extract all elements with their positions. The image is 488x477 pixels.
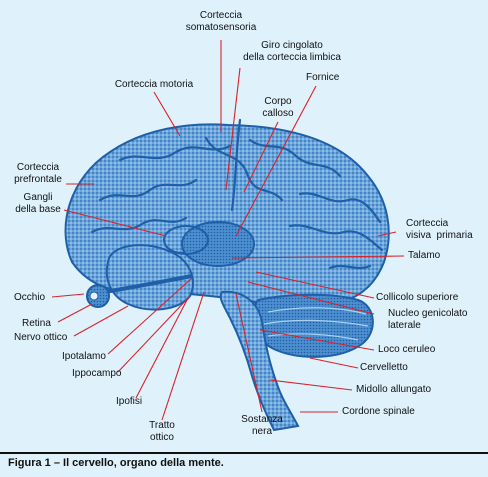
label-fornice: Fornice: [306, 72, 340, 83]
label-tratto-ottico: Tratto ottico: [149, 420, 175, 443]
leader-ipofisi: [135, 297, 189, 399]
label-sostanza-nera: Sostanza nera: [241, 414, 283, 437]
label-occhio: Occhio: [14, 292, 46, 303]
label-locus-ceruleo: Loco ceruleo: [378, 344, 436, 355]
leader-tratto-ottico: [161, 291, 205, 421]
basal-ganglia-shape: [163, 225, 209, 255]
figure-caption: Figura 1 – Il cervello, organo della men…: [8, 457, 224, 469]
label-collicolo: Collicolo superiore: [376, 292, 459, 303]
label-cervelletto: Cervelletto: [360, 362, 408, 373]
optic-nerve-shape: [103, 274, 193, 294]
label-corpo-calloso: Corpo calloso: [262, 96, 294, 119]
label-talamo: Talamo: [408, 250, 441, 261]
leader-ippocampo: [117, 295, 191, 373]
label-cordone-spinale: Cordone spinale: [342, 406, 415, 417]
leader-locus-ceruleo: [259, 329, 375, 351]
leader-retina: [57, 303, 93, 323]
leader-corteccia-visiva: [377, 231, 397, 237]
leader-occhio: [51, 293, 85, 298]
label-corteccia-motoria: Corteccia motoria: [114, 79, 194, 90]
thalamus-shape: [181, 221, 255, 267]
label-gangli-base: Gangli della base: [15, 192, 61, 215]
caption-divider: [0, 452, 488, 454]
leader-giro-cingolato: [225, 67, 241, 191]
label-corteccia-visiva: Corteccia visiva primaria: [406, 218, 473, 241]
label-ipofisi: Ipofisi: [116, 396, 143, 407]
leader-nucleo-genicolato: [247, 281, 375, 315]
leader-midollo: [269, 379, 353, 391]
label-corteccia-prefrontale: Corteccia prefrontale: [14, 162, 62, 185]
leader-ipotalamo: [107, 277, 193, 355]
leader-corteccia-motoria: [153, 91, 181, 137]
label-retina: Retina: [22, 318, 51, 329]
leader-gangli-base: [63, 209, 167, 237]
temporal-lobe: [105, 244, 194, 311]
leader-sostanza-nera: [235, 293, 263, 413]
label-corteccia-somatosensoria: Corteccia somatosensoria: [185, 10, 257, 33]
label-nucleo-genicolato: Nucleo genicolato laterale: [388, 308, 468, 331]
label-midollo: Midollo allungato: [356, 384, 432, 395]
leader-cervelletto: [309, 357, 359, 369]
leader-nervo-ottico: [73, 305, 129, 337]
label-giro-cingolato: Giro cingolato della corteccia limbica: [243, 40, 341, 63]
leader-fornice: [235, 85, 317, 237]
label-ippocampo: Ippocampo: [72, 368, 122, 379]
leader-corpo-calloso: [243, 121, 279, 193]
leader-talamo: [231, 255, 405, 259]
label-nervo-ottico: Nervo ottico: [14, 332, 68, 343]
label-ipotalamo: Ipotalamo: [62, 351, 106, 362]
leader-collicolo: [255, 271, 375, 299]
brainstem-shape: [219, 290, 300, 432]
